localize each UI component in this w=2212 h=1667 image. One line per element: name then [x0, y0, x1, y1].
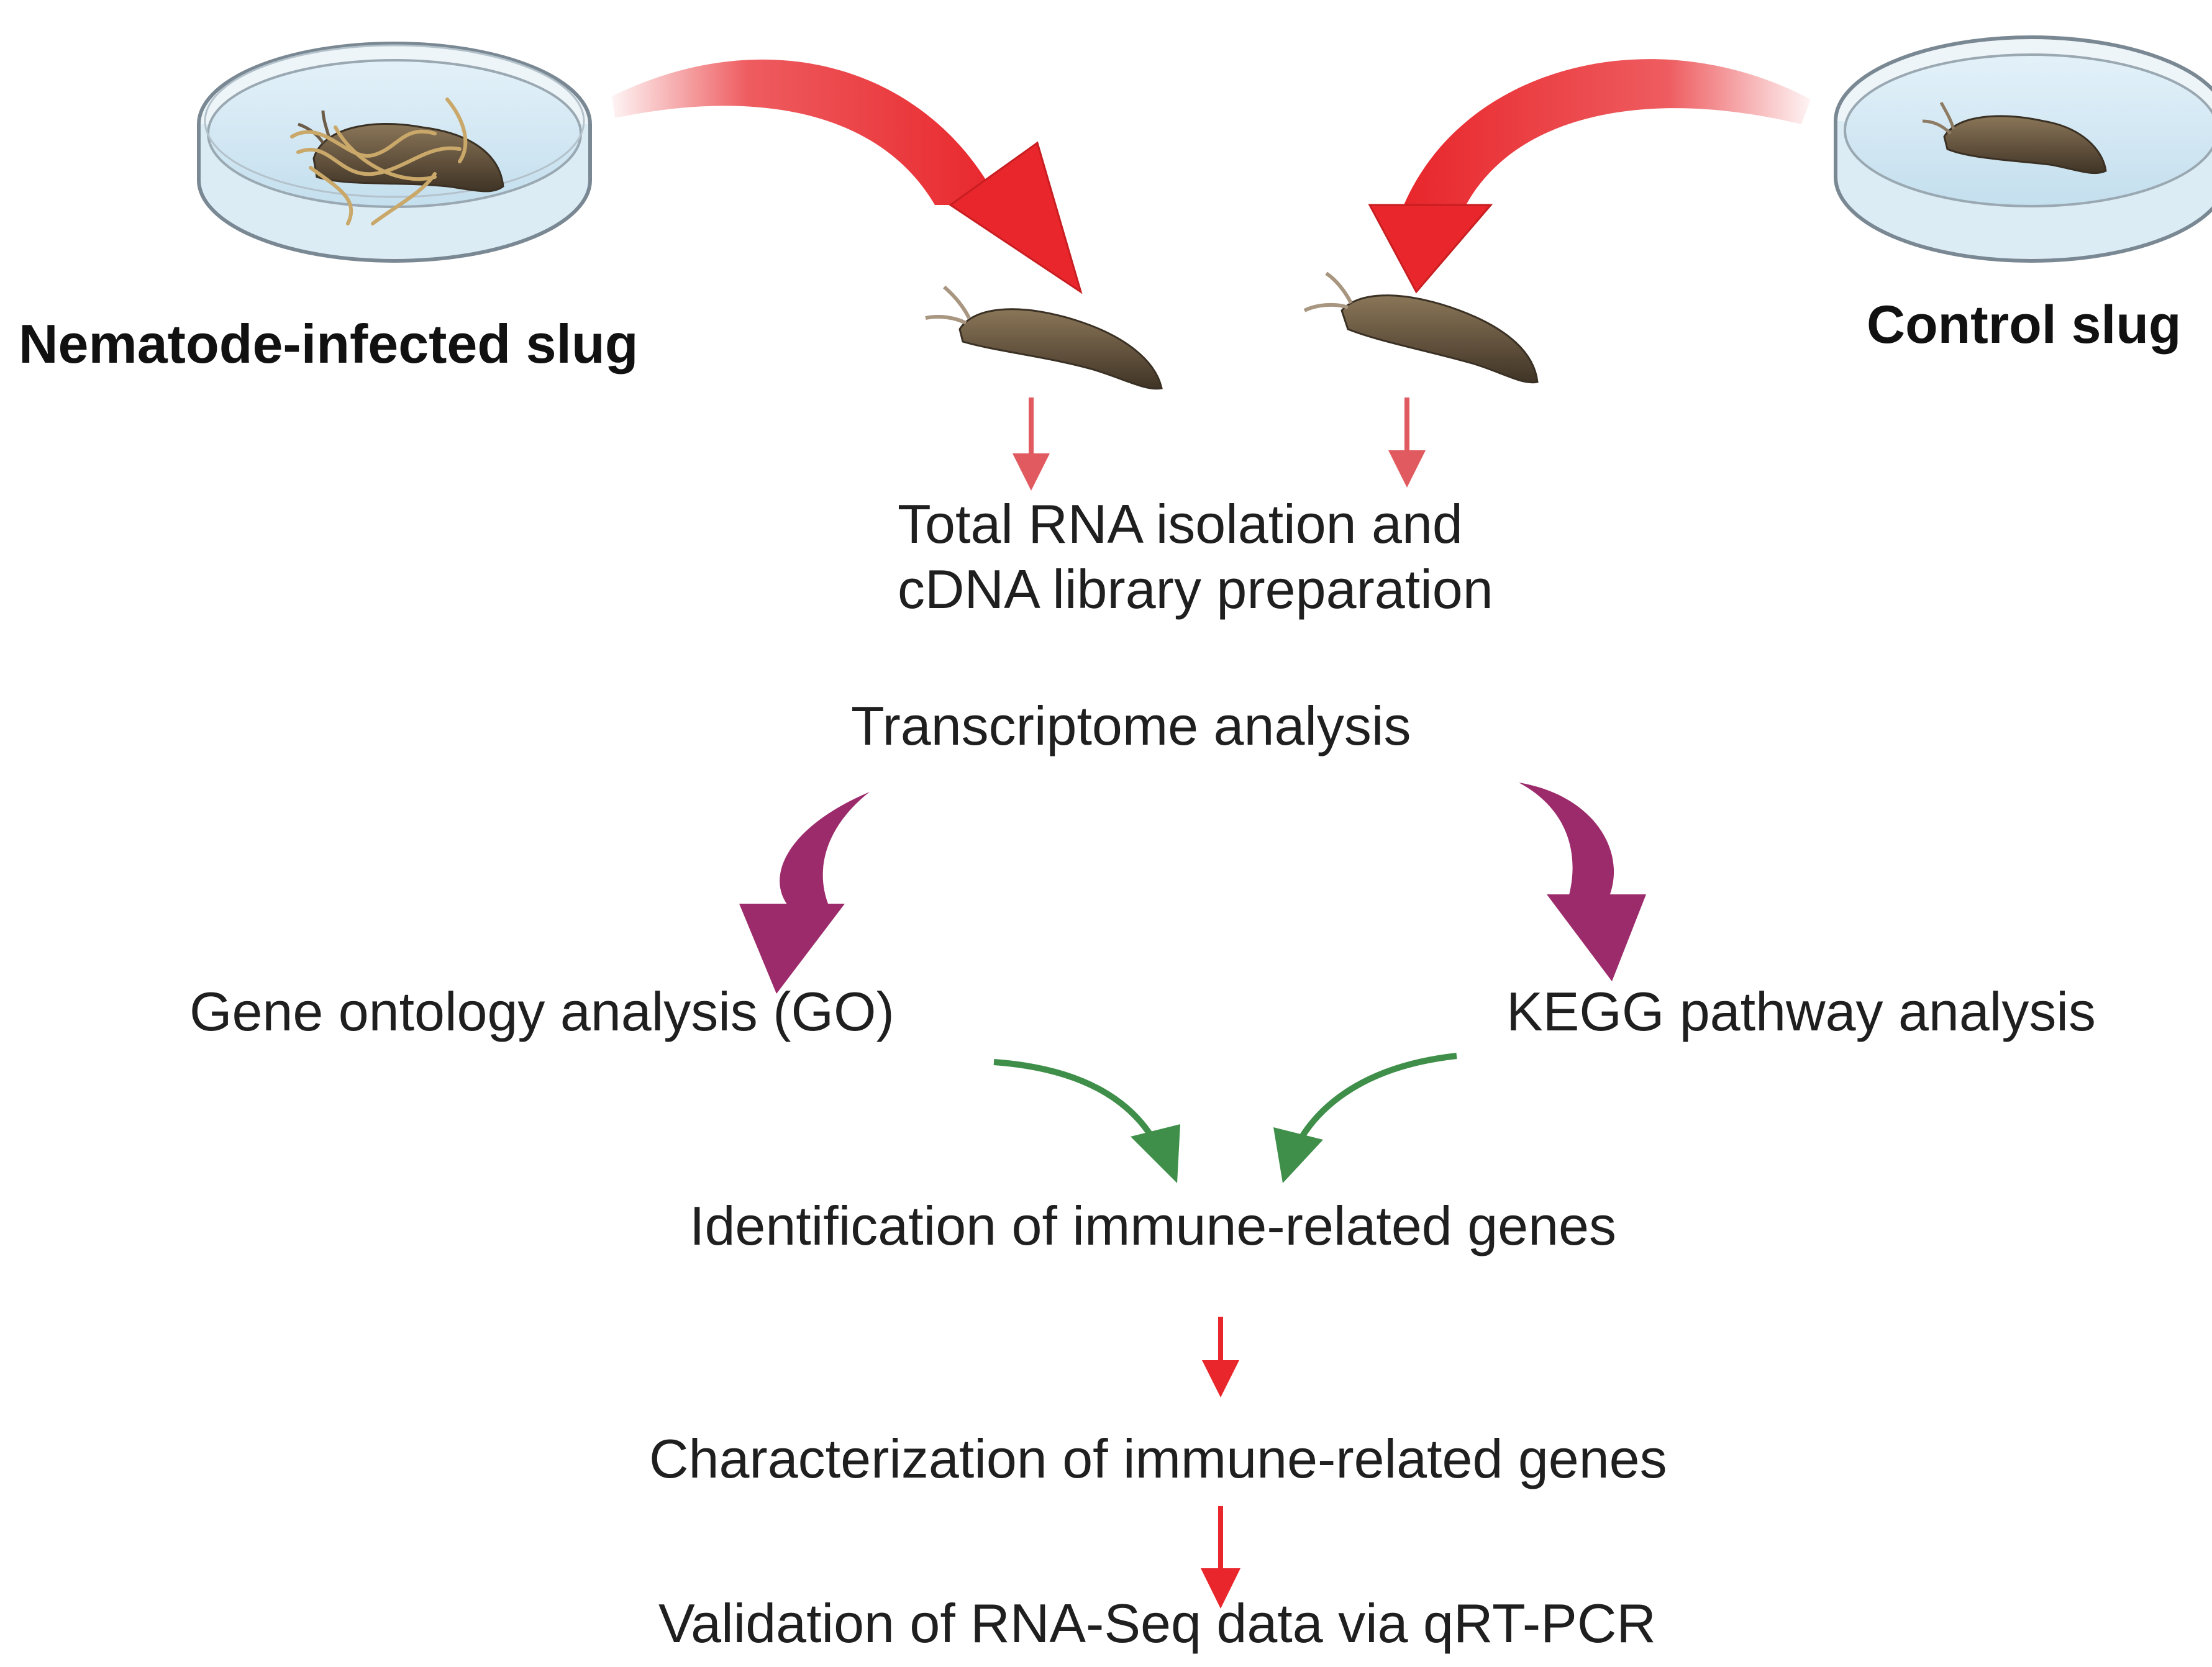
characterization-label: Characterization of immune-related genes	[649, 1428, 1667, 1489]
validation-label: Validation of RNA-Seq data via qRT-PCR	[658, 1592, 1656, 1654]
slug-icon	[925, 285, 1163, 390]
red-curved-arrow-right-icon	[1368, 59, 1811, 294]
magenta-curved-arrow-left-icon	[739, 792, 870, 994]
transcriptome-analysis-label: Transcriptome analysis	[851, 695, 1411, 756]
rna-isolation-label-line2: cDNA library preparation	[898, 558, 1493, 620]
control-slug-label: Control slug	[1867, 295, 2182, 355]
identification-label: Identification of immune-related genes	[690, 1195, 1616, 1256]
red-down-arrow-icon	[1201, 1506, 1240, 1609]
kegg-pathway-label: KEGG pathway analysis	[1506, 981, 2096, 1042]
rna-isolation-label-line1: Total RNA isolation and	[898, 493, 1463, 555]
small-red-down-arrow-icon	[1013, 397, 1050, 491]
green-curved-arrow-left-icon	[993, 1059, 1180, 1183]
red-curved-arrow-left-icon	[612, 59, 1083, 294]
small-red-down-arrow-icon	[1388, 397, 1426, 488]
nematode-icon	[290, 98, 468, 225]
magenta-curved-arrow-right-icon	[1519, 783, 1646, 981]
petri-dish-icon	[197, 42, 592, 263]
infected-slug-label: Nematode-infected slug	[19, 313, 639, 375]
control-slug-icon	[1922, 101, 2107, 175]
green-curved-arrow-right-icon	[1273, 1053, 1457, 1183]
red-down-arrow-icon	[1202, 1317, 1239, 1397]
gene-ontology-label: Gene ontology analysis (GO)	[189, 981, 894, 1042]
slug-icon	[1303, 271, 1539, 384]
